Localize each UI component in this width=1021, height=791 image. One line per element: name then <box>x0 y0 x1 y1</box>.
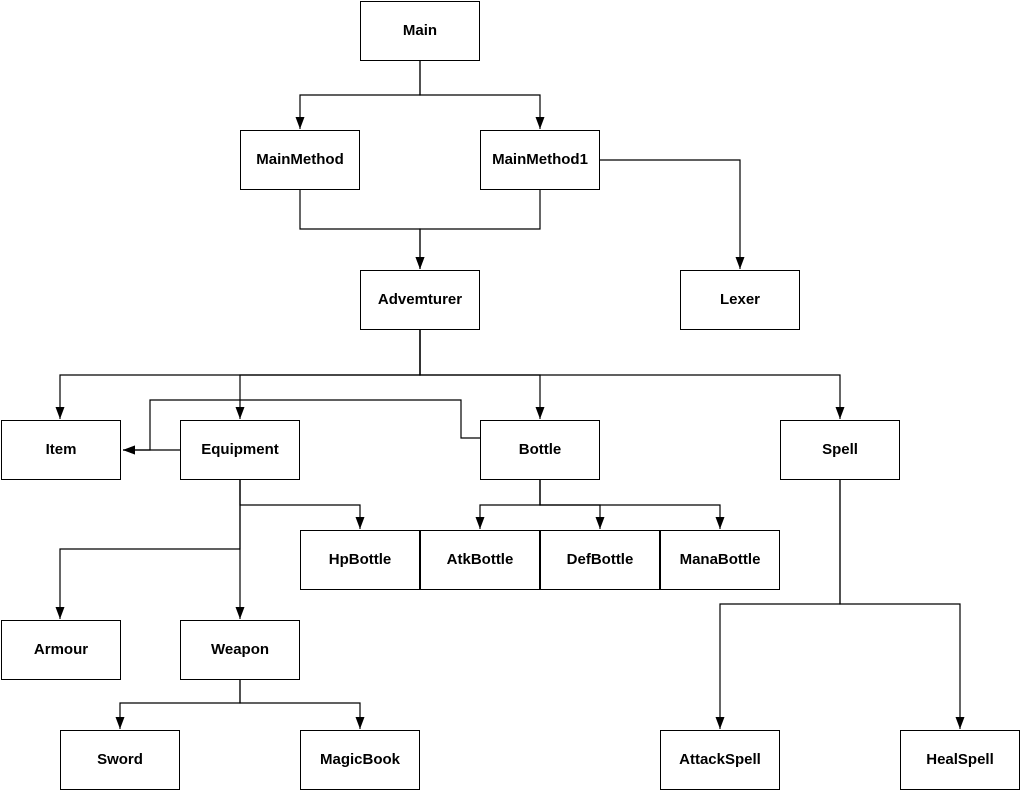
node-label-hpbottle: HpBottle <box>328 550 392 568</box>
edge-mainmethod1-to-lexer <box>600 159 745 269</box>
node-armour: Armour <box>1 620 121 680</box>
edge-bottle-to-item <box>123 399 480 455</box>
node-main: Main <box>360 1 480 61</box>
node-label-lexer: Lexer <box>719 290 761 308</box>
node-label-advemturer: Advemturer <box>377 290 463 308</box>
node-label-attackspell: AttackSpell <box>679 750 761 768</box>
node-defbottle: DefBottle <box>540 530 660 590</box>
node-lexer: Lexer <box>680 270 800 330</box>
node-label-defbottle: DefBottle <box>566 550 634 568</box>
node-label-spell: Spell <box>822 440 858 458</box>
edge-main-to-mainmethod1 <box>419 61 545 129</box>
edge-bottle-to-atkbottle <box>475 480 541 529</box>
edge-weapon-to-sword <box>115 680 241 729</box>
node-label-mainmethod1: MainMethod1 <box>492 150 588 168</box>
node-label-equipment: Equipment <box>201 440 279 458</box>
node-sword: Sword <box>60 730 180 790</box>
node-item: Item <box>1 420 121 480</box>
node-equipment: Equipment <box>180 420 300 480</box>
node-weapon: Weapon <box>180 620 300 680</box>
edge-bottle-to-manabottle <box>539 480 725 529</box>
node-atkbottle: AtkBottle <box>420 530 540 590</box>
edge-branch-to-hpbottle <box>239 480 365 529</box>
edge-spell-to-attackspell <box>715 480 841 729</box>
node-spell: Spell <box>780 420 900 480</box>
node-advemturer: Advemturer <box>360 270 480 330</box>
edge-weapon-to-magicbook <box>239 680 365 729</box>
node-label-sword: Sword <box>97 750 143 768</box>
edge-equipment-to-armour <box>55 480 241 619</box>
node-bottle: Bottle <box>480 420 600 480</box>
node-label-atkbottle: AtkBottle <box>446 550 514 568</box>
edge-mainmethod1-to-advemturer <box>415 190 541 269</box>
node-mainmethod: MainMethod <box>240 130 360 190</box>
edge-advemturer-to-spell <box>419 330 845 419</box>
node-manabottle: ManaBottle <box>660 530 780 590</box>
node-mainmethod1: MainMethod1 <box>480 130 600 190</box>
node-label-main: Main <box>402 21 438 39</box>
edge-advemturer-to-equipment <box>235 330 421 419</box>
node-label-armour: Armour <box>33 640 89 658</box>
node-label-manabottle: ManaBottle <box>679 550 761 568</box>
node-label-magicbook: MagicBook <box>319 750 400 768</box>
node-label-weapon: Weapon <box>210 640 270 658</box>
node-healspell: HealSpell <box>900 730 1020 790</box>
node-label-healspell: HealSpell <box>926 750 994 768</box>
node-hpbottle: HpBottle <box>300 530 420 590</box>
edge-spell-to-healspell <box>839 480 965 729</box>
node-magicbook: MagicBook <box>300 730 420 790</box>
node-label-item: Item <box>45 440 77 458</box>
node-label-mainmethod: MainMethod <box>256 150 344 168</box>
node-label-bottle: Bottle <box>518 440 562 458</box>
node-attackspell: AttackSpell <box>660 730 780 790</box>
edge-mainmethod-to-advemturer <box>299 190 425 269</box>
edge-main-to-mainmethod <box>295 61 421 129</box>
